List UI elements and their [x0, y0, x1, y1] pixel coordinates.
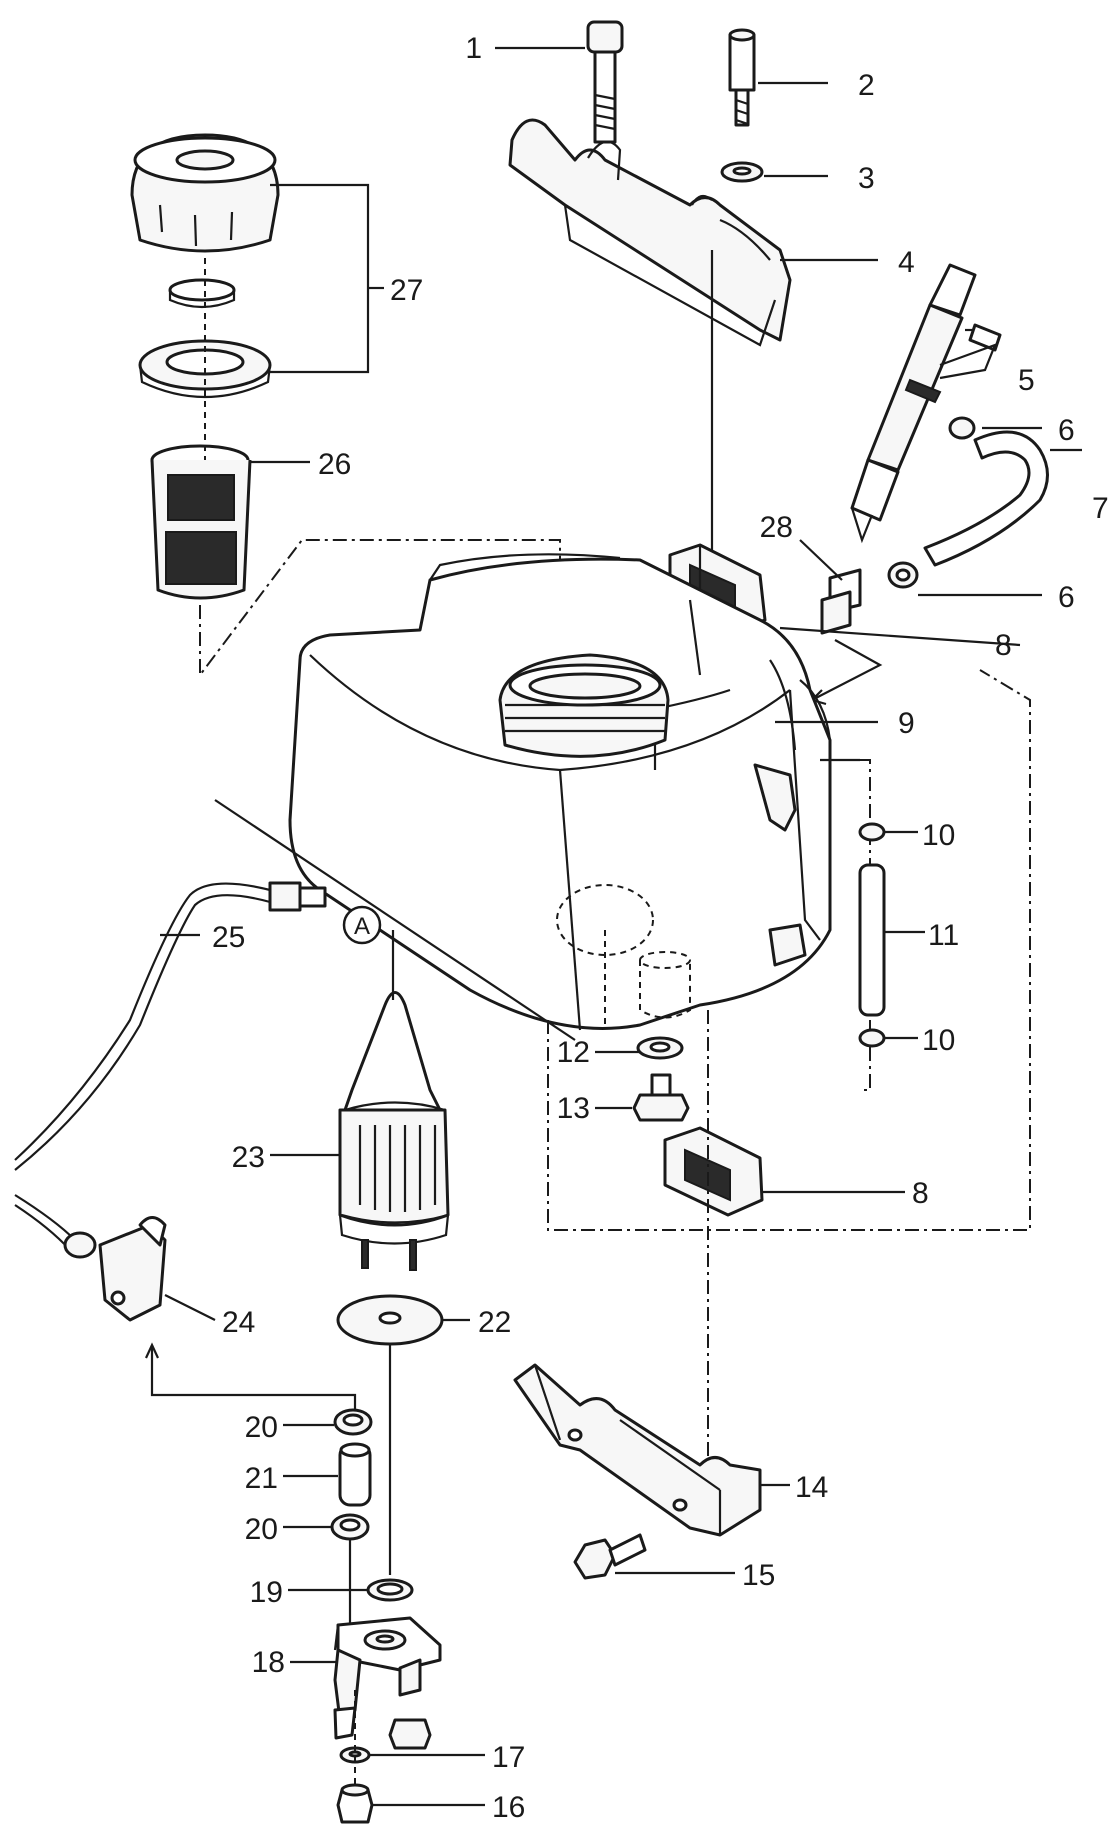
label-25: 25: [212, 921, 245, 954]
label-16: 16: [492, 1791, 525, 1824]
part-labels: 1 2 3 4 5 6 7 28 6 8 9 10 11 10 12 13 8 …: [212, 32, 1109, 1824]
bolt-15: [573, 1533, 647, 1580]
label-10-lower: 10: [922, 1024, 955, 1057]
label-8-upper: 8: [995, 629, 1012, 662]
stud-2: [728, 28, 756, 127]
label-28: 28: [760, 511, 793, 544]
label-5: 5: [1018, 364, 1035, 397]
label-20-lower: 20: [245, 1513, 278, 1546]
label-2: 2: [858, 69, 875, 102]
filler-cap: [130, 133, 280, 253]
label-4: 4: [898, 246, 915, 279]
o-ring-19: [366, 1578, 414, 1602]
label-1: 1: [465, 32, 482, 65]
label-23: 23: [232, 1141, 265, 1174]
label-17: 17: [492, 1741, 525, 1774]
label-13: 13: [557, 1092, 590, 1125]
hose-clip-10-lower: [858, 1028, 886, 1048]
label-11: 11: [928, 919, 959, 952]
hose-clamp-20-lower: [330, 1513, 370, 1541]
label-18: 18: [252, 1646, 285, 1679]
clip-28: [820, 568, 862, 635]
label-8-lower: 8: [912, 1177, 929, 1210]
nut-17: [388, 1718, 432, 1750]
hose-clamp-6-lower: [887, 561, 919, 589]
upper-mounting-bracket: [508, 118, 792, 347]
reference-a-marker: [342, 905, 382, 945]
filter-head-18: [333, 1616, 442, 1740]
label-3: 3: [858, 162, 875, 195]
label-19: 19: [250, 1576, 283, 1609]
fuel-injector: [850, 263, 977, 544]
label-6-upper: 6: [1058, 414, 1075, 447]
hose-clip-10-upper: [858, 822, 886, 842]
plate-22: [336, 1294, 444, 1346]
clip-5: [965, 323, 1002, 352]
fuel-hose-25: [14, 881, 327, 1171]
bolt-1: [586, 20, 624, 144]
label-27: 27: [390, 274, 423, 307]
label-14: 14: [795, 1471, 828, 1504]
label-ref-a: A: [354, 913, 370, 940]
leak-off-hose-7: [923, 430, 1049, 567]
label-9: 9: [898, 707, 915, 740]
label-7: 7: [1092, 492, 1109, 525]
fuel-pump-24: [14, 1194, 167, 1322]
drain-plug-13: [632, 1073, 690, 1122]
hose-21: [338, 1442, 372, 1507]
label-10-upper: 10: [922, 819, 955, 852]
hose-clamp-20-upper: [333, 1408, 373, 1436]
hose-11: [858, 863, 886, 1017]
label-20-upper: 20: [245, 1411, 278, 1444]
nut-16: [336, 1783, 374, 1824]
cap-gasket: [168, 278, 236, 309]
washer-3: [720, 161, 764, 183]
label-12: 12: [557, 1036, 590, 1069]
label-22: 22: [478, 1306, 511, 1339]
label-24: 24: [222, 1306, 255, 1339]
fuel-tank: [288, 553, 832, 1031]
cushion-8-lower: [663, 1126, 764, 1217]
label-15: 15: [742, 1559, 775, 1592]
hose-clamp-6-upper: [948, 416, 976, 440]
label-21: 21: [245, 1462, 278, 1495]
label-26: 26: [318, 448, 351, 481]
label-6-lower: 6: [1058, 581, 1075, 614]
strainer-filter: [150, 444, 252, 600]
fuel-filter-23: [338, 991, 450, 1271]
drain-washer-12: [636, 1036, 684, 1060]
lower-mounting-bracket: [513, 1363, 762, 1537]
